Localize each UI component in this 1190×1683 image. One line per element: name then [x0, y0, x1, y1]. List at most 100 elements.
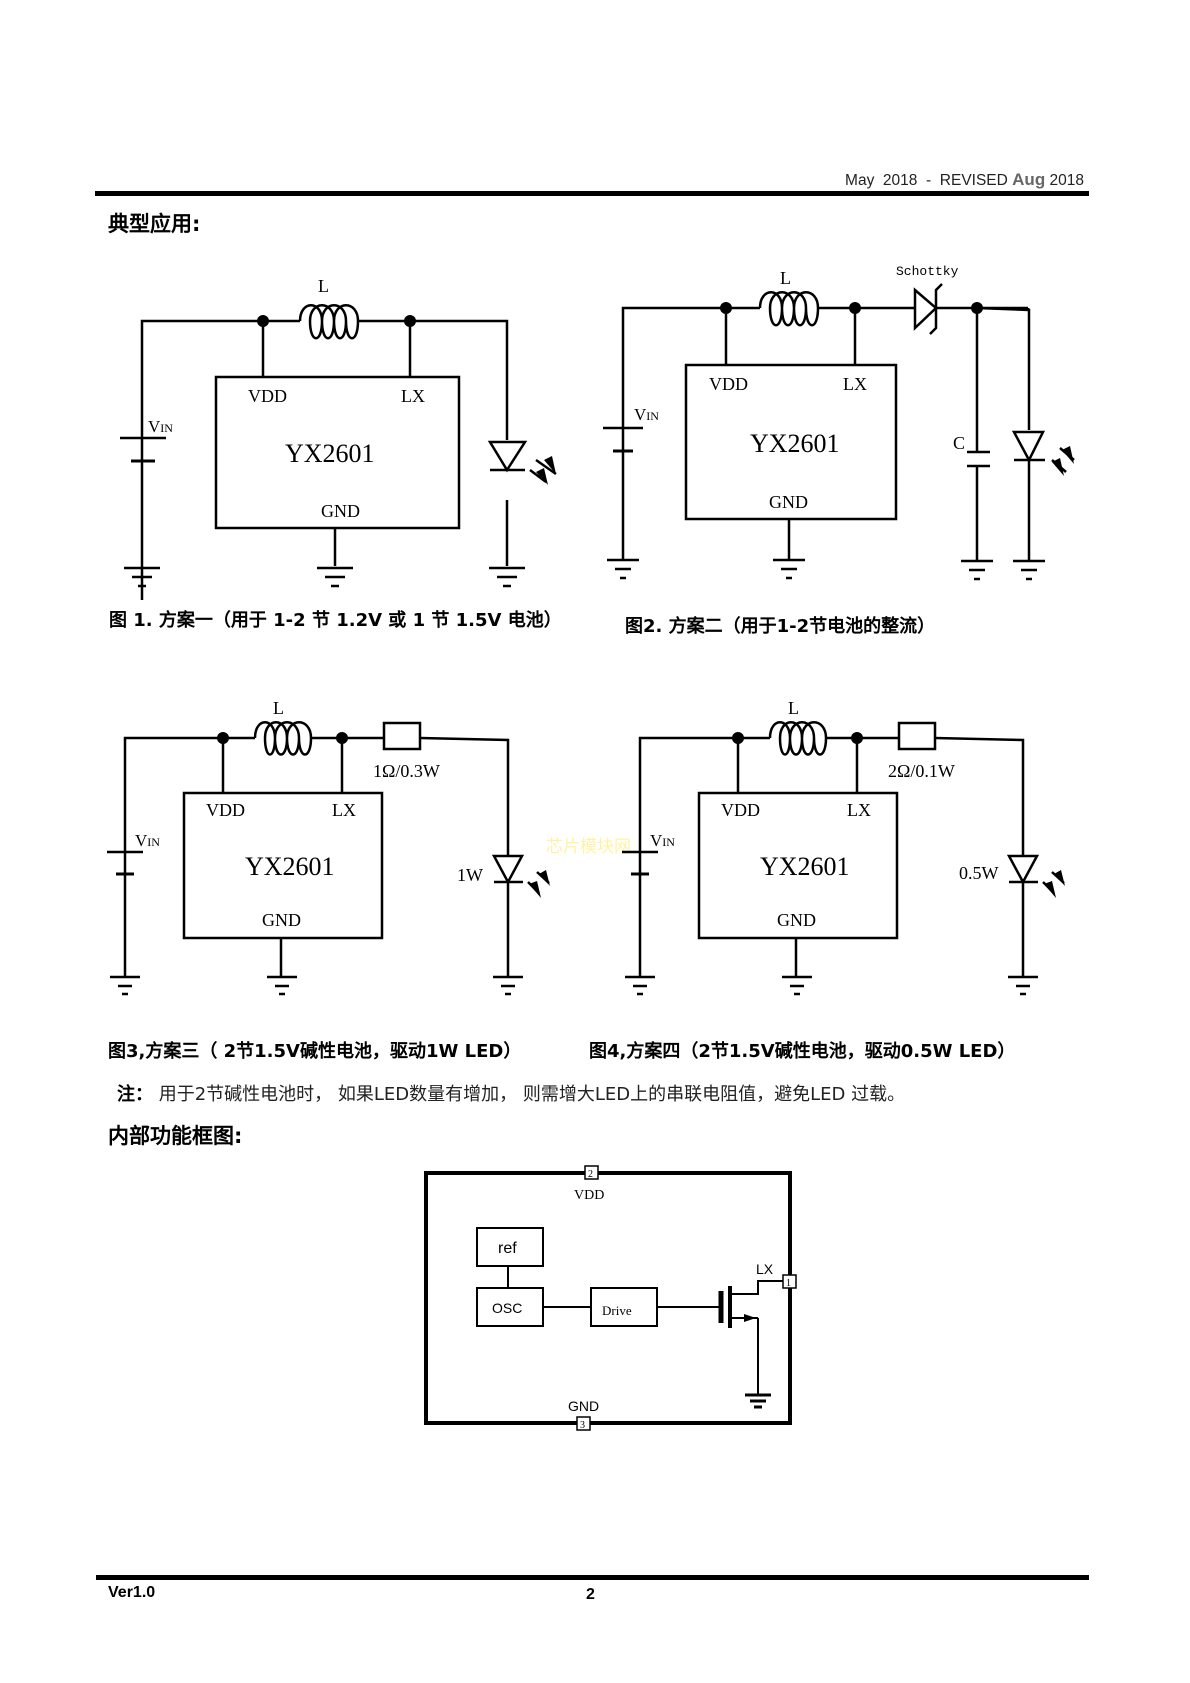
led-power-label: 1W: [457, 865, 483, 885]
junction-dot: [257, 315, 269, 327]
pin-lx-label: LX: [401, 386, 425, 406]
internal-block-diagram: 2 1 3 VDD LX GND ref OSC Drive: [424, 1165, 797, 1431]
pin-lx-number: 1: [786, 1278, 791, 1289]
led-symbol: [1006, 854, 1040, 885]
chip-name: YX2601: [760, 852, 850, 881]
junction-dot: [849, 302, 861, 314]
schottky-diode-symbol: [913, 287, 938, 331]
junction-dot: [971, 302, 983, 314]
pin-lx-label: LX: [843, 374, 867, 394]
inductor-symbol: [758, 291, 832, 327]
resistor-symbol: [382, 721, 422, 751]
footer-rule: [96, 1575, 1089, 1580]
pin-gnd-label: GND: [769, 492, 808, 512]
revision-year: 2018: [1045, 172, 1085, 189]
pin-2-box: [584, 1165, 599, 1180]
junction-dot: [720, 302, 732, 314]
circuit-figure-2: L Schottky VDD LX YX2601 GND C VIN: [603, 264, 1075, 581]
pin-3-box: [576, 1416, 591, 1431]
ground-symbols: [607, 558, 1045, 581]
pin-lx-label: LX: [847, 800, 871, 820]
section-heading-block-diagram: 内部功能框图:: [108, 1124, 243, 1148]
note-label: 注：: [117, 1084, 153, 1105]
pin-vdd-label: VDD: [248, 386, 287, 406]
wire: [140, 319, 263, 600]
led-light-arrows: [1051, 446, 1075, 476]
junction-dot: [732, 732, 744, 744]
pin-vdd-label: VDD: [574, 1188, 604, 1203]
figure-1-caption: 图 1. 方案一（用于 1-2 节 1.2V 或 1 节 1.5V 电池）: [109, 610, 562, 631]
mosfet-arrow: [744, 1314, 756, 1322]
ic-package: [214, 375, 461, 530]
header-rule: [95, 191, 1089, 196]
ground-symbols: [625, 975, 1038, 996]
chip-name: YX2601: [285, 439, 375, 468]
resistor-label: 2Ω/0.1W: [888, 761, 955, 781]
vin-label: VIN: [634, 405, 659, 424]
note: 注： 用于2节碱性电池时， 如果LED数量有增加， 则需增大LED上的串联电阻值…: [117, 1080, 905, 1106]
pin-vdd-label: VDD: [206, 800, 245, 820]
junction-dot: [404, 315, 416, 327]
watermark: 芯片模块网: [546, 837, 631, 857]
pin-gnd-label: GND: [321, 501, 360, 521]
figure-2-caption: 图2. 方案二（用于1-2节电池的整流）: [625, 616, 936, 637]
inductor-symbol: [298, 304, 372, 340]
inductor-label: L: [780, 268, 791, 288]
junction-dot: [851, 732, 863, 744]
inductor-label: L: [318, 276, 329, 296]
inductor-label: L: [788, 698, 799, 718]
led-light-arrows: [529, 456, 557, 485]
led-power-label: 0.5W: [959, 863, 999, 883]
ref-block: [476, 1227, 544, 1267]
revision-month: Aug: [1012, 170, 1046, 189]
capacitor-label: C: [953, 433, 965, 453]
chip-name: YX2601: [750, 429, 840, 458]
ref-block-label: ref: [498, 1240, 517, 1257]
inductor-symbol: [253, 721, 323, 756]
pin-lx-label: LX: [756, 1261, 774, 1277]
figure-4-caption: 图4,方案四（2节1.5V碱性电池，驱动0.5W LED）: [589, 1041, 1016, 1062]
note-text: 用于2节碱性电池时， 如果LED数量有增加， 则需增大LED上的串联电阻值，避免…: [153, 1084, 906, 1105]
figure-3-caption: 图3,方案三（ 2节1.5V碱性电池，驱动1W LED）: [108, 1041, 522, 1062]
junction-dot: [336, 732, 348, 744]
inductor-label: L: [273, 698, 284, 718]
pin-gnd-label: GND: [262, 910, 301, 930]
junction-dot: [217, 732, 229, 744]
vin-label: VIN: [148, 417, 173, 436]
ground-symbols: [124, 566, 525, 588]
circuit-figure-3: L 1Ω/0.3W VDD LX YX2601 GND 1W VIN: [107, 698, 550, 996]
led-symbol: [1011, 430, 1046, 463]
revision-date: May 2018 - REVISED Aug 2018: [0, 170, 1084, 190]
led-light-arrows: [527, 870, 550, 898]
led-light-arrows: [1042, 870, 1065, 898]
chip-name: YX2601: [245, 852, 335, 881]
vin-label: VIN: [650, 831, 675, 850]
ic-package: [684, 363, 898, 521]
pin-1-box: [782, 1274, 797, 1289]
inductor-symbol: [768, 721, 838, 756]
ic-package: [182, 791, 384, 940]
pin-gnd-label: GND: [777, 910, 816, 930]
osc-block-label: OSC: [492, 1300, 522, 1316]
chip-outline: [424, 1171, 792, 1425]
pin-vdd-number: 2: [588, 1169, 593, 1180]
resistor-symbol: [897, 721, 937, 751]
version-label: Ver1.0: [108, 1584, 156, 1601]
drive-block-label: Drive: [602, 1303, 632, 1318]
revision-prefix: May 2018 - REVISED: [845, 172, 1013, 189]
circuit-figure-1: L VDD LX YX2601 GND VIN: [120, 276, 557, 600]
pin-gnd-label: GND: [568, 1398, 599, 1414]
section-heading-typical-application: 典型应用:: [108, 212, 201, 236]
pin-vdd-label: VDD: [721, 800, 760, 820]
ic-package: [697, 791, 899, 940]
pin-vdd-label: VDD: [709, 374, 748, 394]
schottky-label: Schottky: [896, 264, 959, 279]
vin-label: VIN: [135, 831, 160, 850]
resistor-label: 1Ω/0.3W: [373, 761, 440, 781]
led-symbol: [487, 440, 528, 473]
page-number: 2: [586, 1586, 595, 1603]
pin-lx-label: LX: [332, 800, 356, 820]
pin-gnd-number: 3: [580, 1420, 585, 1431]
led-symbol: [491, 854, 525, 885]
ground-symbols: [110, 975, 523, 996]
